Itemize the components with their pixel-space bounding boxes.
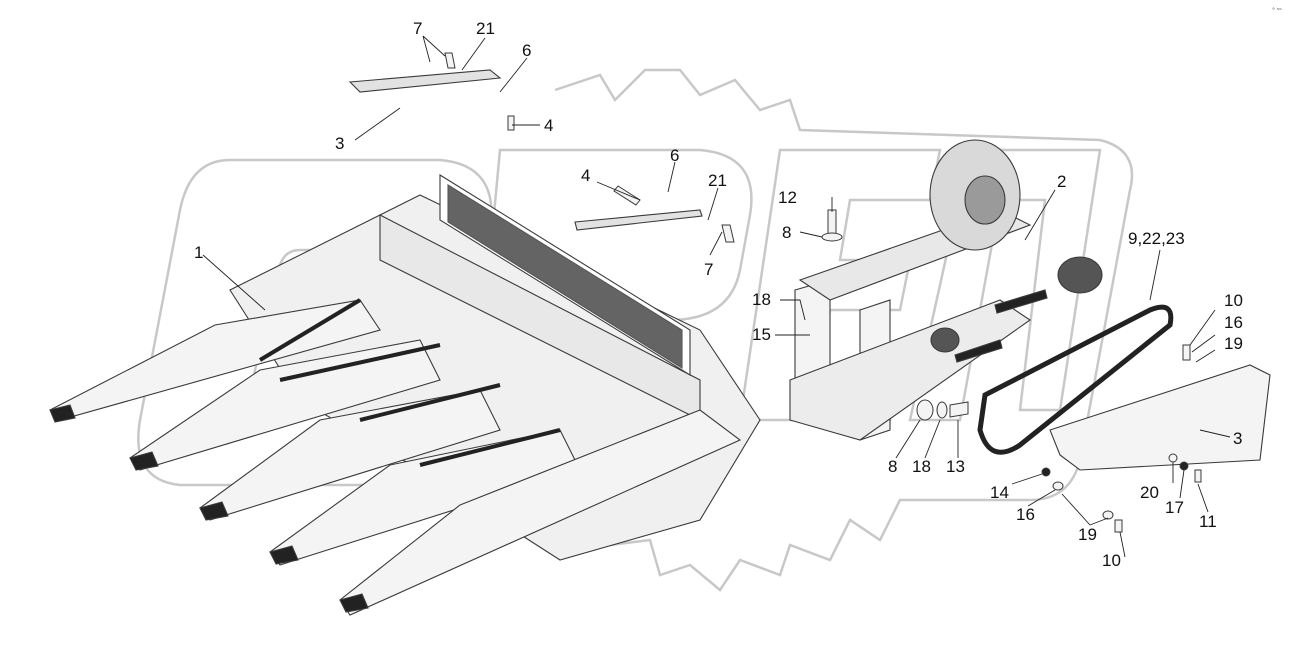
label-15: 15	[752, 325, 771, 344]
spring-plate-2	[994, 289, 1048, 314]
label-21-mid: 21	[708, 171, 727, 190]
label-1: 1	[194, 243, 203, 262]
label-3-top: 3	[335, 134, 344, 153]
label-16-top: 16	[1224, 313, 1243, 332]
label-14: 14	[990, 483, 1009, 502]
label-18-top: 18	[752, 290, 771, 309]
bolt-11	[1194, 469, 1202, 483]
label-4-mid: 4	[581, 166, 590, 185]
side-shield	[1049, 364, 1271, 471]
pin-4-top	[507, 115, 515, 131]
label-12: 12	[778, 188, 797, 207]
label-11: 11	[1199, 512, 1217, 531]
label-3-side: 3	[1233, 429, 1242, 448]
drive-sprocket	[1057, 256, 1103, 294]
label-19-bottom: 19	[1078, 525, 1097, 544]
washer-8-bottom	[916, 399, 934, 421]
row-chain-2	[279, 343, 441, 382]
label-7-top: 7	[413, 19, 422, 38]
row-chain-1	[258, 298, 362, 362]
corner-mark: ° ⁿᵒ	[1272, 7, 1282, 14]
frame-bottom-bar	[789, 299, 1031, 441]
label-18-bottom: 18	[912, 457, 931, 476]
washer-16	[1052, 481, 1064, 491]
snout-tip-4	[269, 545, 299, 565]
leader-lines	[202, 35, 1231, 558]
nut-14	[1041, 467, 1051, 477]
label-17: 17	[1165, 498, 1184, 517]
idler-sprocket	[930, 327, 960, 353]
nut-17	[1179, 461, 1189, 471]
label-4-top: 4	[544, 116, 553, 135]
snout-tip-5	[339, 593, 369, 613]
row-chain-3	[359, 383, 501, 422]
label-2: 2	[1057, 172, 1066, 191]
bushing-18	[936, 401, 948, 419]
snout-tip-1	[49, 404, 76, 423]
divider-snout-5	[339, 409, 742, 616]
label-6-top: 6	[522, 41, 531, 60]
label-6-mid: 6	[670, 146, 679, 165]
shaft-13	[949, 401, 969, 418]
drive-wheel-hub	[964, 175, 1006, 225]
snout-tip-3	[199, 501, 229, 521]
label-8-bottom: 8	[888, 457, 897, 476]
label-13: 13	[946, 457, 965, 476]
header-screen-mesh	[447, 184, 683, 369]
drive-frame-assembly	[789, 139, 1103, 441]
header-assembly	[49, 69, 761, 616]
label-8-top: 8	[782, 223, 791, 242]
pin-7	[444, 52, 456, 69]
snout-tip-2	[129, 451, 159, 471]
label-7-mid: 7	[704, 260, 713, 279]
label-10-bottom: 10	[1102, 551, 1121, 570]
drive-chain	[977, 304, 1174, 455]
washer-20	[1168, 453, 1178, 463]
bolt-top-10	[1182, 344, 1191, 361]
side-rod	[574, 209, 703, 231]
label-21-top: 21	[476, 19, 495, 38]
top-beam	[348, 69, 502, 93]
label-16-bottom: 16	[1016, 505, 1035, 524]
washer-8-top	[821, 232, 843, 242]
part-labels: 7 21 6 4 3 4 6 21 7 1 12 8 2 9,22,23 18 …	[194, 19, 1243, 570]
spring-plate	[954, 339, 1003, 363]
pin-4-mid	[613, 185, 641, 206]
divider-snout-2	[129, 339, 441, 471]
label-20: 20	[1140, 483, 1159, 502]
label-19-top: 19	[1224, 334, 1243, 353]
divider-snout-1	[49, 299, 381, 421]
pin-7-mid	[721, 224, 735, 243]
label-10-top: 10	[1224, 291, 1243, 310]
label-9-22-23: 9,22,23	[1128, 229, 1185, 248]
bolt-10	[1114, 519, 1123, 533]
washer-19	[1102, 510, 1114, 520]
row-chain-4	[419, 428, 561, 467]
